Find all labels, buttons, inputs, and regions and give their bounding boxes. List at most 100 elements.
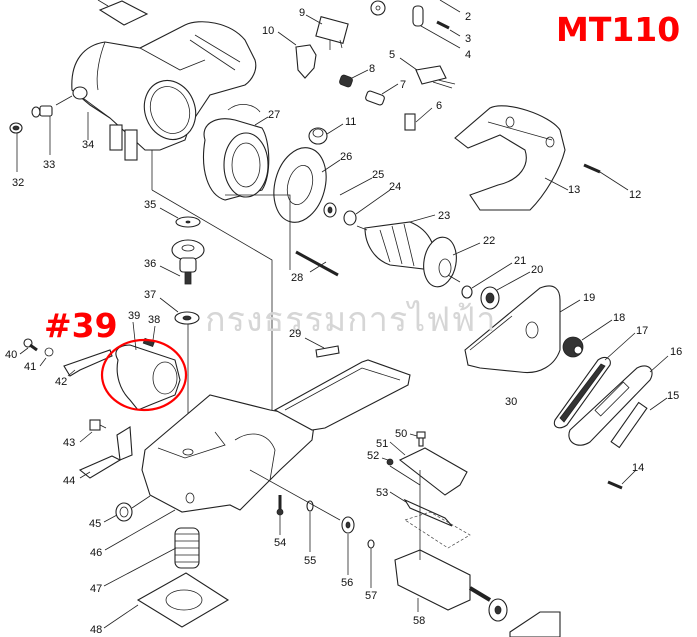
part-58-drum <box>394 470 492 612</box>
part-callout-16: 16 <box>670 346 683 358</box>
part-55-washer <box>306 500 314 552</box>
watermark: กรงธรรมการไฟฟ้า <box>205 300 497 340</box>
part-16-belt-cover <box>568 355 669 446</box>
model-title: MT110 <box>556 10 681 49</box>
leader-line <box>249 469 341 521</box>
part-callout-12: 12 <box>629 189 642 201</box>
part-44-guide <box>78 426 133 479</box>
leader-line <box>225 194 291 270</box>
part-callout-50: 50 <box>395 428 408 440</box>
blade-outline <box>404 511 471 549</box>
part-33-screw <box>31 95 73 155</box>
part-29-label <box>304 337 340 358</box>
part-47-spring <box>103 527 200 587</box>
part-callout-46: 46 <box>90 547 103 559</box>
part-22-fan <box>423 236 481 288</box>
part-callout-15: 15 <box>667 390 680 402</box>
part-26-baffle-plate <box>273 147 341 223</box>
part-callout-58: 58 <box>413 615 426 627</box>
part-callout-18: 18 <box>613 312 626 324</box>
part-15-label <box>610 397 668 449</box>
part-callout-47: 47 <box>90 583 103 595</box>
part-43-wing-bolt <box>79 419 107 443</box>
part-25-bearing <box>323 177 373 218</box>
part-callout-42: 42 <box>55 376 68 388</box>
part-callout-19: 19 <box>583 292 596 304</box>
part-42-lever <box>63 349 113 377</box>
part-callout-51: 51 <box>376 438 389 450</box>
highlight-part-label: #39 <box>44 306 118 345</box>
part-11-rubber-ring <box>308 123 344 145</box>
part-callout-45: 45 <box>89 518 102 530</box>
part-59-bearing <box>488 598 508 622</box>
part-57-retaining-ring <box>367 539 375 588</box>
part-callout-9: 9 <box>299 7 306 19</box>
part-callout-54: 54 <box>274 537 287 549</box>
part-18-pulley <box>562 319 613 358</box>
part-callout-8: 8 <box>369 63 376 75</box>
part-3-screw <box>436 20 461 37</box>
part-callout-53: 53 <box>376 487 389 499</box>
part-48-plate <box>103 572 230 629</box>
part-callout-6: 6 <box>436 100 443 112</box>
part-6-brush-holder <box>404 107 433 131</box>
part-60-bracket <box>509 611 561 637</box>
part-callout-39: 39 <box>128 310 141 322</box>
part-callout-11: 11 <box>345 116 357 128</box>
part-callout-30: 30 <box>505 396 518 408</box>
part-13-handle <box>454 105 569 211</box>
part-4-holder <box>412 5 461 49</box>
part-27-field-coil <box>202 103 270 201</box>
part-45-adjust-knob <box>103 495 151 523</box>
part-53-blade <box>389 491 453 527</box>
part-51-drum-cover <box>389 441 468 496</box>
part-callout-52: 52 <box>367 450 380 462</box>
part-callout-7: 7 <box>400 79 407 91</box>
part-callout-43: 43 <box>63 437 76 449</box>
part-callout-22: 22 <box>483 235 496 247</box>
part-54-bolt <box>276 495 284 535</box>
part-52-nut <box>381 457 421 486</box>
part-callout-25: 25 <box>372 169 385 181</box>
part-callout-32: 32 <box>12 177 25 189</box>
part-base-rail <box>273 359 411 431</box>
part-callout-36: 36 <box>144 258 157 270</box>
part-34-motor-housing <box>71 21 257 161</box>
part-callout-23: 23 <box>438 210 451 222</box>
part-callout-27: 27 <box>268 109 281 121</box>
part-callout-3: 3 <box>465 33 472 45</box>
part-14-screw <box>607 469 637 490</box>
part-9-switch <box>305 14 349 50</box>
part-callout-13: 13 <box>568 184 581 196</box>
part-23-armature <box>356 214 436 271</box>
part-callout-34: 34 <box>82 139 95 151</box>
part-callout-26: 26 <box>340 151 353 163</box>
part-28-bolt <box>295 250 339 277</box>
part-callout-41: 41 <box>24 361 37 373</box>
part-callout-5: 5 <box>389 49 396 61</box>
highlight-circle <box>100 338 188 412</box>
part-callout-44: 44 <box>63 475 76 487</box>
part-callout-17: 17 <box>636 325 649 337</box>
part-35-washer <box>159 207 201 228</box>
part-21-washer <box>461 262 513 299</box>
part-39-dust-nozzle <box>115 321 181 411</box>
part-callout-10: 10 <box>262 25 275 37</box>
part-callout-38: 38 <box>148 314 161 326</box>
part-17-drive-belt <box>553 332 636 429</box>
part-callout-48: 48 <box>90 624 103 636</box>
part-callout-21: 21 <box>514 255 527 267</box>
part-callout-33: 33 <box>43 159 56 171</box>
part-46-base <box>104 394 316 551</box>
part-41-spring <box>39 347 54 367</box>
part-20-ball-bearing <box>480 271 531 310</box>
part-callout-14: 14 <box>632 462 645 474</box>
part-callout-56: 56 <box>341 577 354 589</box>
part-2-bushing <box>370 0 461 16</box>
part-callout-20: 20 <box>531 264 544 276</box>
part-callout-24: 24 <box>389 181 402 193</box>
part-50-bolt <box>409 431 426 447</box>
part-callout-55: 55 <box>304 555 317 567</box>
part-10-trigger <box>277 31 317 79</box>
